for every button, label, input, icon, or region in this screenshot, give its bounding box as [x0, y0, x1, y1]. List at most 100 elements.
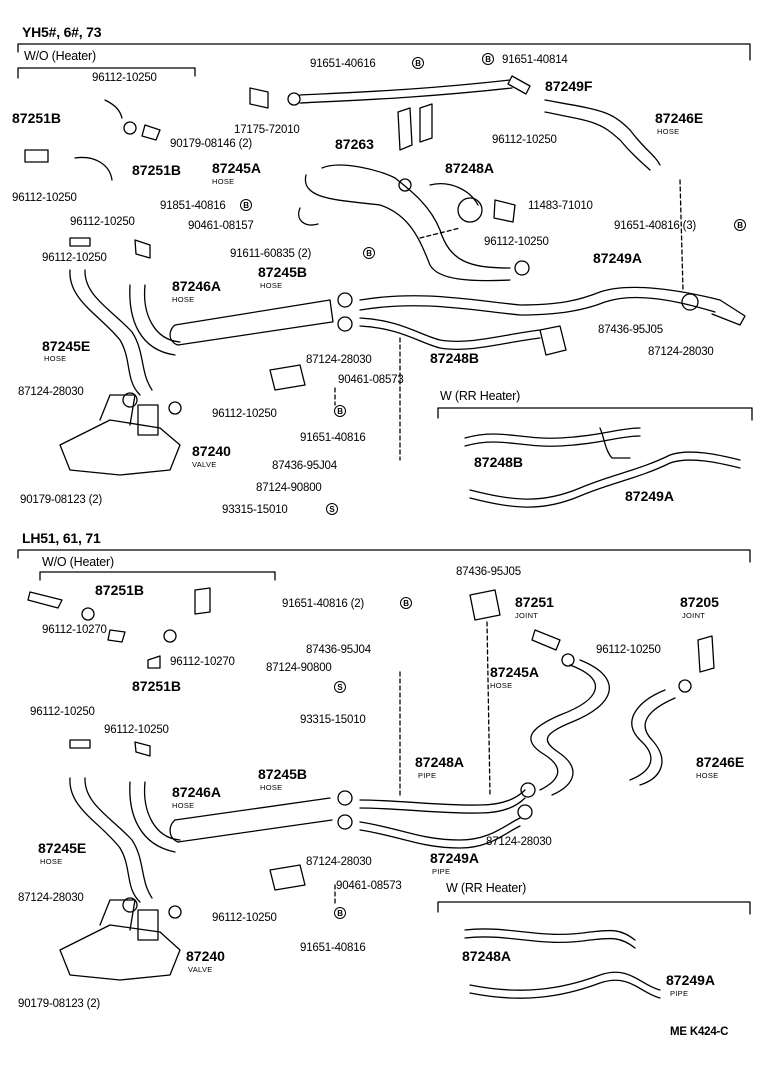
hose-tag: HOSE: [657, 127, 680, 136]
part-label: 87124-28030: [18, 892, 84, 904]
hose-tag: HOSE: [696, 771, 719, 780]
part-label: 91611-60835 (2): [230, 248, 312, 260]
part-label: 90461-08573: [336, 880, 402, 892]
part-label: 90179-08123 (2): [18, 998, 101, 1010]
part-label: 87436-95J05: [598, 324, 663, 336]
part-label: 91851-40816: [160, 200, 226, 212]
hose-tag: HOSE: [260, 783, 283, 792]
part-label: 91651-40816: [300, 942, 366, 954]
top-model-label: YH5#, 6#, 73: [22, 24, 102, 40]
part-label: 96112-10250: [12, 192, 77, 204]
part-label: 87240: [192, 443, 231, 459]
callout-b-marker: B: [334, 405, 346, 417]
part-label: 91651-40816: [300, 432, 366, 444]
hose-tag: HOSE: [172, 295, 195, 304]
part-label: 87245B: [258, 264, 308, 280]
part-label: 90461-08573: [338, 374, 404, 386]
part-label: 96112-10270: [42, 624, 107, 636]
part-label: 87245E: [38, 840, 87, 856]
part-label: 87124-28030: [18, 386, 84, 398]
part-label: 91651-40816 (2): [282, 598, 365, 610]
part-label: 90179-08146 (2): [170, 138, 253, 150]
callout-b-marker: B: [240, 199, 252, 211]
joint-tag: JOINT: [682, 611, 706, 620]
part-label: 91651-40816 (3): [614, 220, 697, 232]
joint-tag: JOINT: [515, 611, 539, 620]
callout-s-marker: S: [326, 503, 338, 515]
callout-b-marker: B: [363, 247, 375, 259]
part-label: 87248A: [415, 754, 465, 770]
part-label: 91651-40814: [502, 54, 568, 66]
part-label: 87249A: [593, 250, 643, 266]
bottom-rr-heater-label: W (RR Heater): [446, 881, 527, 895]
part-label: 96112-10270: [170, 656, 235, 668]
part-label: 87436-95J04: [272, 460, 337, 472]
part-label: 87246E: [655, 110, 704, 126]
top-wo-heater-label: W/O (Heater): [24, 49, 96, 63]
valve-tag: VALVE: [188, 965, 213, 974]
part-label: 87251B: [12, 110, 62, 126]
part-label: 93315-15010: [222, 504, 288, 516]
callout-b-marker: B: [482, 53, 494, 65]
hose-tag: HOSE: [260, 281, 283, 290]
part-label: 87205: [680, 594, 719, 610]
part-label: 87245E: [42, 338, 91, 354]
part-label: 96112-10250: [92, 72, 157, 84]
part-label: 87246E: [696, 754, 745, 770]
callout-b-marker: B: [400, 597, 412, 609]
part-label: 96112-10250: [212, 912, 277, 924]
part-label: 96112-10250: [484, 236, 549, 248]
hose-tag: HOSE: [490, 681, 513, 690]
bottom-wo-heater-label: W/O (Heater): [42, 555, 114, 569]
hose-tag: HOSE: [40, 857, 63, 866]
part-label: 96112-10250: [30, 706, 95, 718]
part-label: 87251B: [132, 678, 182, 694]
part-label: 87248A: [445, 160, 495, 176]
part-label: 87263: [335, 136, 374, 152]
part-label: 87245B: [258, 766, 308, 782]
part-label: 93315-15010: [300, 714, 366, 726]
callout-s-marker: S: [334, 681, 346, 693]
part-label: 87248B: [474, 454, 524, 470]
part-label: 87249F: [545, 78, 593, 94]
callout-b-marker: B: [734, 219, 746, 231]
part-label: 96112-10250: [596, 644, 661, 656]
part-label: 96112-10250: [42, 252, 107, 264]
part-label: 87246A: [172, 278, 222, 294]
part-label: 90179-08123 (2): [20, 494, 103, 506]
pipe-tag: PIPE: [418, 771, 437, 780]
top-rr-heater-label: W (RR Heater): [440, 389, 521, 403]
valve-tag: VALVE: [192, 460, 217, 469]
part-label: 11483-71010: [528, 200, 593, 212]
part-label: 96112-10250: [212, 408, 277, 420]
part-label: 87245A: [212, 160, 262, 176]
part-label: 90461-08157: [188, 220, 254, 232]
part-label: 87248A: [462, 948, 512, 964]
part-label: 96112-10250: [70, 216, 135, 228]
figure-code: ME K424-C: [670, 1026, 729, 1038]
part-label: 87124-28030: [306, 354, 372, 366]
hose-tag: HOSE: [172, 801, 195, 810]
part-label: 17175-72010: [234, 124, 300, 136]
part-label: 87249A: [666, 972, 716, 988]
part-label: 91651-40616: [310, 58, 376, 70]
part-label: 87251B: [95, 582, 145, 598]
part-label: 87124-28030: [486, 836, 552, 848]
part-label: 87248B: [430, 350, 480, 366]
part-label: 87245A: [490, 664, 540, 680]
part-label: 87249A: [625, 488, 675, 504]
part-label: 87246A: [172, 784, 222, 800]
part-label: 96112-10250: [104, 724, 169, 736]
part-label: 87251: [515, 594, 554, 610]
callout-b-marker: B: [334, 907, 346, 919]
hose-tag: HOSE: [44, 354, 67, 363]
callout-b-marker: B: [412, 57, 424, 69]
part-label: 87251B: [132, 162, 182, 178]
part-label: 87124-90800: [266, 662, 332, 674]
hose-tag: HOSE: [212, 177, 235, 186]
bottom-model-label: LH51, 61, 71: [22, 530, 101, 546]
part-label: 87124-28030: [306, 856, 372, 868]
part-label: 87124-28030: [648, 346, 714, 358]
part-label: 87436-95J05: [456, 566, 521, 578]
